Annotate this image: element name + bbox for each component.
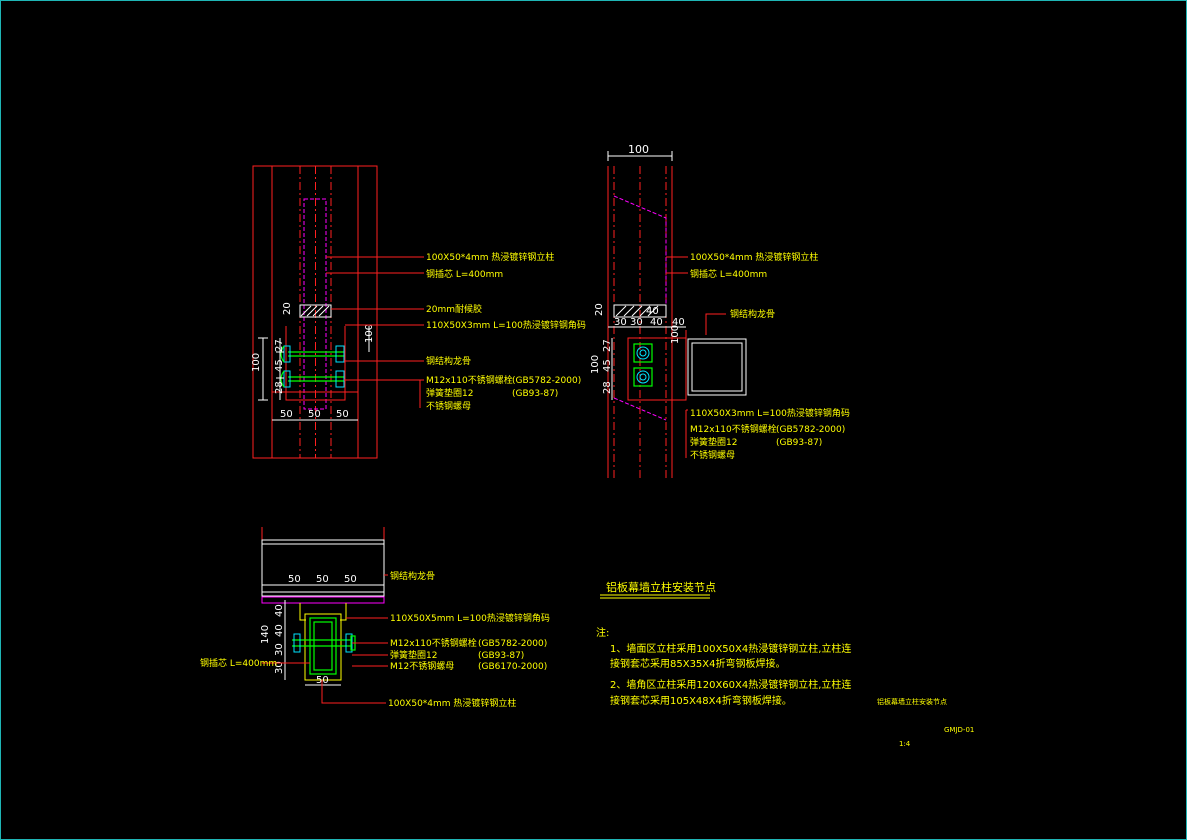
label-plan-core: 钢插芯 L=400mm bbox=[200, 657, 277, 669]
label-plan-angle: 110X50X5mm L=100热浸镀锌钢角码 bbox=[390, 612, 550, 624]
note-1a: 1、墙面区立柱采用100X50X4热浸镀锌钢立柱,立柱连 bbox=[610, 642, 851, 655]
dim-plan-30b: 30 bbox=[274, 661, 285, 674]
dim-plan-40b: 40 bbox=[274, 624, 285, 637]
label-plan-mullion: 100X50*4mm 热浸镀锌钢立柱 bbox=[388, 697, 516, 709]
label-a-angle: 110X50X3mm L=100热浸镀锌钢角码 bbox=[426, 319, 586, 331]
label-b-nut: 不锈钢螺母 bbox=[690, 449, 735, 461]
label-a-washer-std: (GB93-87) bbox=[512, 389, 558, 399]
label-b-mullion: 100X50*4mm 热浸镀锌钢立柱 bbox=[690, 251, 818, 263]
dim-a-side100: 100 bbox=[364, 324, 375, 343]
bolt-upper bbox=[280, 345, 345, 363]
label-b-angle: 110X50X3mm L=100热浸镀锌钢角码 bbox=[690, 407, 850, 419]
label-a-keel: 钢结构龙骨 bbox=[426, 355, 471, 367]
dim-b-45: 45 bbox=[602, 359, 613, 372]
dim-b-27: 27 bbox=[602, 339, 613, 352]
note-1b: 接钢套芯采用85X35X4折弯钢板焊接。 bbox=[610, 657, 786, 670]
label-a-gap: 20mm耐候胶 bbox=[426, 303, 482, 315]
angle-plate-b bbox=[627, 337, 687, 401]
label-b-bolt-std: (GB5782-2000) bbox=[776, 425, 845, 435]
dim-b-side100: 100 bbox=[670, 325, 681, 344]
keel-tube-b bbox=[687, 338, 747, 396]
label-plan-nut-std: (GB6170-2000) bbox=[478, 662, 547, 672]
bolt-head-upper-b bbox=[633, 343, 653, 363]
dim-a-h100: 100 bbox=[251, 353, 262, 372]
bolt-lower bbox=[280, 370, 345, 388]
dim-a-b1: 50 bbox=[280, 409, 293, 420]
note-2b: 接钢套芯采用105X48X4折弯钢板焊接。 bbox=[610, 694, 792, 707]
label-plan-bolt-std: (GB5782-2000) bbox=[478, 639, 547, 649]
label-a-bolt-std: (GB5782-2000) bbox=[512, 376, 581, 386]
dim-plan-t2: 50 bbox=[316, 574, 329, 585]
dim-plan-30a: 30 bbox=[274, 643, 285, 656]
dim-b-20: 20 bbox=[594, 303, 605, 316]
titleblock-scale: 1:4 bbox=[899, 740, 911, 748]
dim-a-20: 20 bbox=[282, 302, 293, 315]
label-b-washer-std: (GB93-87) bbox=[776, 438, 822, 448]
dim-plan-t1: 50 bbox=[288, 574, 301, 585]
dim-plan-t3: 50 bbox=[344, 574, 357, 585]
title-and-notes: 铝板幕墙立柱安装节点 注: 1、墙面区立柱采用100X50X4热浸镀锌钢立柱,立… bbox=[596, 580, 974, 748]
elevation-b: 100 20 40 30 30 40 40 27 45 28 100 100 1… bbox=[590, 143, 850, 478]
label-plan-bolt: M12x110不锈钢螺栓 bbox=[390, 637, 477, 649]
note-2a: 2、墙角区立柱采用120X60X4热浸镀锌钢立柱,立柱连 bbox=[610, 678, 851, 691]
label-a-washer: 弹簧垫圈12 bbox=[426, 387, 473, 399]
elevation-a: 100 27 45 28 20 100 50 50 50 100X50*4mm … bbox=[251, 165, 586, 459]
dim-plan-140: 140 bbox=[260, 625, 271, 644]
label-plan-washer-std: (GB93-87) bbox=[478, 651, 524, 661]
dim-b-40b: 40 bbox=[650, 317, 663, 328]
dim-a-b3: 50 bbox=[336, 409, 349, 420]
label-b-keel: 钢结构龙骨 bbox=[730, 308, 775, 320]
angle-bracket bbox=[285, 326, 346, 401]
titleblock-code: GMJD-01 bbox=[944, 726, 974, 734]
keel-plan bbox=[261, 539, 385, 597]
silicone-joint-b bbox=[613, 304, 667, 318]
label-b-bolt: M12x110不锈钢螺栓 bbox=[690, 423, 777, 435]
mullion-plan bbox=[304, 613, 342, 681]
dim-a-45: 45 bbox=[274, 359, 285, 372]
dim-plan-40a: 40 bbox=[274, 604, 285, 617]
plan-section: 50 50 50 40 40 30 30 140 50 钢结构龙骨 110X50… bbox=[200, 527, 550, 709]
dim-a-28: 28 bbox=[274, 381, 285, 394]
label-a-bolt: M12x110不锈钢螺栓 bbox=[426, 374, 513, 386]
label-plan-washer: 弹簧垫圈12 bbox=[390, 649, 437, 661]
dim-b-h100: 100 bbox=[590, 355, 601, 374]
dim-a-b2: 50 bbox=[308, 409, 321, 420]
bolt-head-lower-b bbox=[633, 367, 653, 387]
steel-core bbox=[303, 198, 327, 410]
dim-b-30a: 30 bbox=[614, 317, 627, 328]
dim-b-40a: 40 bbox=[646, 306, 659, 317]
dim-b-40c: 40 bbox=[672, 317, 685, 328]
label-b-washer: 弹簧垫圈12 bbox=[690, 436, 737, 448]
label-a-core: 钢插芯 L=400mm bbox=[426, 268, 503, 280]
label-b-core: 钢插芯 L=400mm bbox=[690, 268, 767, 280]
label-a-mullion: 100X50*4mm 热浸镀锌钢立柱 bbox=[426, 251, 554, 263]
drawing-title: 铝板幕墙立柱安装节点 bbox=[606, 580, 716, 594]
dim-b-30b: 30 bbox=[630, 317, 643, 328]
dim-a-27: 27 bbox=[274, 339, 285, 352]
titleblock-name: 铝板幕墙立柱安装节点 bbox=[877, 697, 947, 706]
dim-b-top100: 100 bbox=[628, 143, 649, 156]
label-plan-nut: M12不锈钢螺母 bbox=[390, 660, 454, 672]
label-plan-keel: 钢结构龙骨 bbox=[390, 570, 435, 582]
silicone-joint bbox=[299, 304, 332, 318]
label-a-nut: 不锈钢螺母 bbox=[426, 400, 471, 412]
notes-heading: 注: bbox=[596, 626, 609, 639]
dim-b-28: 28 bbox=[602, 381, 613, 394]
